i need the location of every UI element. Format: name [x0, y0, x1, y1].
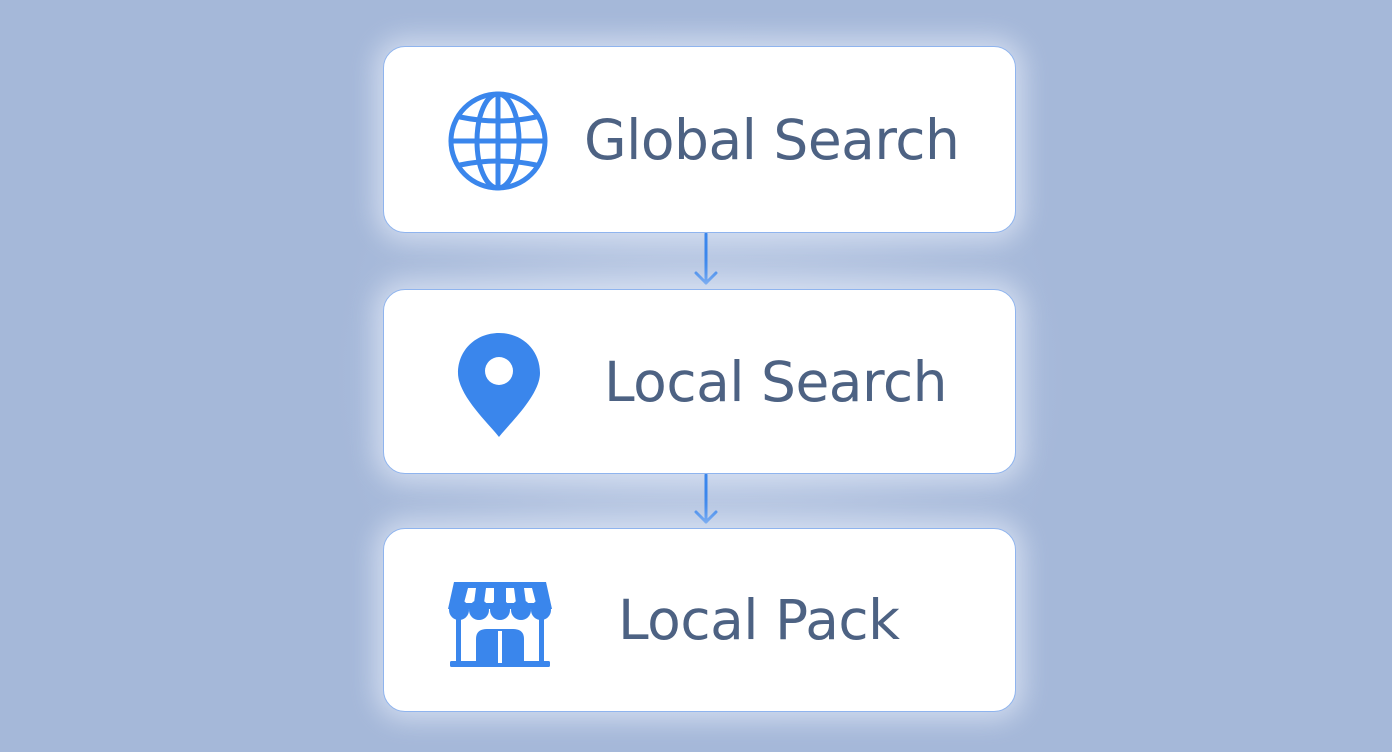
globe-icon	[448, 91, 548, 191]
local-pack-card: Local Pack	[383, 528, 1016, 712]
arrow-down-icon	[694, 474, 718, 524]
arrow-down-icon	[694, 233, 718, 285]
local-search-card: Local Search	[383, 289, 1016, 474]
global-search-card: Global Search	[383, 46, 1016, 233]
local-search-label: Local Search	[604, 349, 948, 414]
map-pin-icon	[458, 333, 540, 437]
storefront-icon	[448, 582, 552, 667]
global-search-label: Global Search	[584, 107, 960, 172]
local-pack-label: Local Pack	[618, 588, 900, 652]
